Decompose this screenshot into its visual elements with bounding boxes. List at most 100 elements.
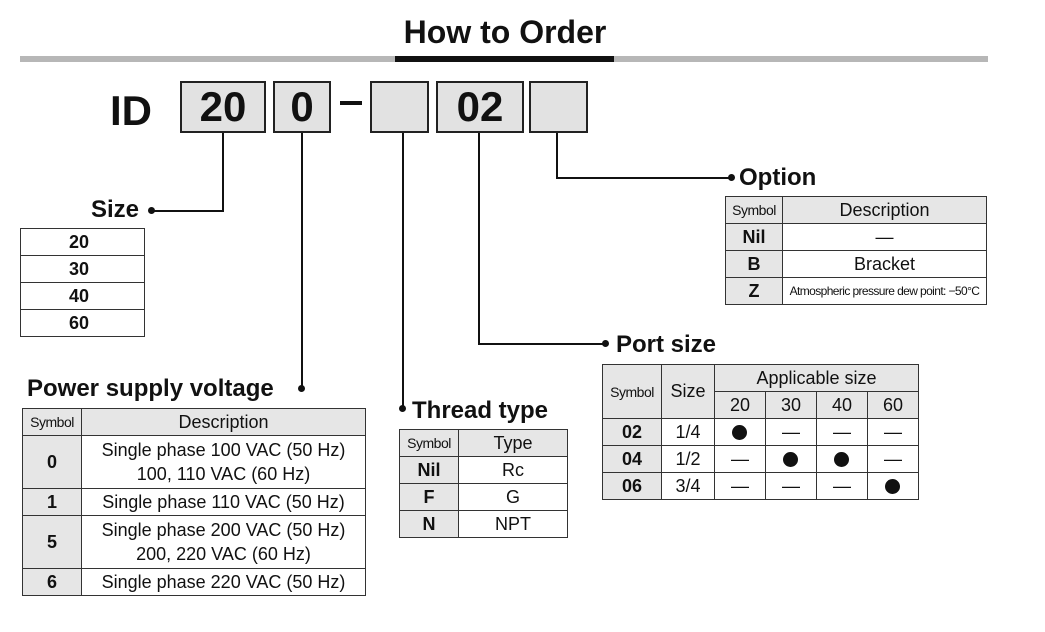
table-row: 6 Single phase 220 VAC (50 Hz) [22, 568, 366, 596]
symbol-cell: 1 [22, 488, 82, 516]
size-code-box: 20 [180, 81, 266, 133]
port-label: Port size [616, 331, 717, 358]
port-connector-dot [602, 340, 609, 347]
table-row: Z Atmospheric pressure dew point: −50°C [725, 277, 987, 305]
size-value: 20 [20, 228, 145, 256]
table-row: B Bracket [725, 250, 987, 278]
table-header-row: Symbol Description [725, 196, 987, 224]
symbol-cell: B [725, 250, 783, 278]
description-cell: — [782, 223, 987, 251]
option-connector-dot [728, 174, 735, 181]
column-header: Symbol [725, 196, 783, 224]
table-row: 20 [20, 228, 145, 256]
column-header: Size [661, 364, 715, 419]
applicable-mark [866, 472, 920, 500]
table-row: 06 3/4 — — — [602, 472, 920, 500]
title-underline [395, 56, 614, 62]
table-row: 04 1/2 — — [602, 445, 920, 473]
applicable-mark: — [815, 472, 868, 500]
description-cell: Atmospheric pressure dew point: −50°C [782, 277, 987, 305]
table-header-row: Symbol Size Applicable size [602, 364, 919, 419]
table-row: 60 [20, 309, 145, 337]
page-title: How to Order [403, 14, 607, 50]
filled-circle-icon [885, 479, 901, 495]
description-line: 100, 110 VAC (60 Hz) [136, 464, 311, 484]
power-connector-dot [298, 385, 305, 392]
column-header: Applicable size [714, 364, 919, 392]
column-header: 40 [815, 391, 868, 419]
option-label: Option [739, 164, 817, 191]
type-cell: NPT [458, 510, 568, 538]
symbol-cell: 5 [22, 515, 82, 569]
symbol-cell: Z [725, 277, 783, 305]
applicable-mark [764, 445, 817, 473]
applicable-mark: — [815, 418, 868, 446]
symbol-cell: 04 [602, 445, 662, 473]
symbol-cell: N [399, 510, 459, 538]
table-row: N NPT [399, 510, 568, 538]
size-value: 60 [20, 309, 145, 337]
column-header: Symbol [602, 364, 662, 419]
applicable-mark: — [764, 418, 817, 446]
size-label: Size [91, 196, 140, 223]
symbol-cell: F [399, 483, 459, 511]
type-cell: G [458, 483, 568, 511]
table-header-row: 20 30 40 60 [602, 391, 920, 419]
symbol-cell: 02 [602, 418, 662, 446]
size-connector-dot [148, 207, 155, 214]
description-line: Single phase 200 VAC (50 Hz) [101, 520, 346, 540]
size-table: 20 30 40 60 [20, 228, 145, 337]
column-header: Symbol [399, 429, 459, 457]
symbol-cell: 06 [602, 472, 662, 500]
filled-circle-icon [732, 425, 748, 441]
size-value: 30 [20, 255, 145, 283]
table-row: 1 Single phase 110 VAC (50 Hz) [22, 488, 366, 516]
description-line: 200, 220 VAC (60 Hz) [136, 544, 311, 564]
applicable-mark: — [866, 418, 920, 446]
size-cell: 1/2 [661, 445, 715, 473]
thread-table: Symbol Type Nil Rc F G N NPT [399, 429, 568, 538]
port-connector [478, 133, 480, 345]
thread-code-box [370, 81, 429, 133]
size-value: 40 [20, 282, 145, 310]
power-table: Symbol Description 0 Single phase 100 VA… [22, 408, 366, 596]
thread-connector-dot [399, 405, 406, 412]
table-row: F G [399, 483, 568, 511]
table-row: 30 [20, 255, 145, 283]
size-cell: 3/4 [661, 472, 715, 500]
model-prefix: ID [110, 87, 152, 134]
applicable-mark: — [866, 445, 920, 473]
column-header: 60 [866, 391, 920, 419]
column-header: Description [81, 408, 366, 436]
applicable-mark: — [714, 472, 766, 500]
voltage-code-box: 0 [273, 81, 331, 133]
option-connector [556, 133, 558, 179]
symbol-cell: 0 [22, 435, 82, 489]
port-code-box: 02 [436, 81, 524, 133]
table-row: Nil Rc [399, 456, 568, 484]
description-cell: Bracket [782, 250, 987, 278]
filled-circle-icon [834, 452, 850, 468]
thread-label: Thread type [412, 397, 549, 424]
table-header-row: Symbol Type [399, 429, 568, 457]
port-connector-h [478, 343, 606, 345]
applicable-mark [815, 445, 868, 473]
option-table: Symbol Description Nil — B Bracket Z Atm… [725, 196, 987, 305]
filled-circle-icon [783, 452, 799, 468]
description-cell: Single phase 110 VAC (50 Hz) [81, 488, 366, 516]
description-line: Single phase 100 VAC (50 Hz) [101, 440, 346, 460]
symbol-cell: Nil [399, 456, 459, 484]
applicable-mark: — [714, 445, 766, 473]
table-row: Nil — [725, 223, 987, 251]
symbol-cell: Nil [725, 223, 783, 251]
table-row: 40 [20, 282, 145, 310]
description-cell: Single phase 100 VAC (50 Hz) 100, 110 VA… [81, 435, 366, 489]
description-cell: Single phase 200 VAC (50 Hz) 200, 220 VA… [81, 515, 366, 569]
option-code-box [529, 81, 588, 133]
applicable-mark: — [764, 472, 817, 500]
table-row: 5 Single phase 200 VAC (50 Hz) 200, 220 … [22, 515, 366, 569]
column-header: Symbol [22, 408, 82, 436]
table-header-row: Symbol Description [22, 408, 366, 436]
column-header: 20 [714, 391, 766, 419]
size-connector-h [153, 210, 224, 212]
